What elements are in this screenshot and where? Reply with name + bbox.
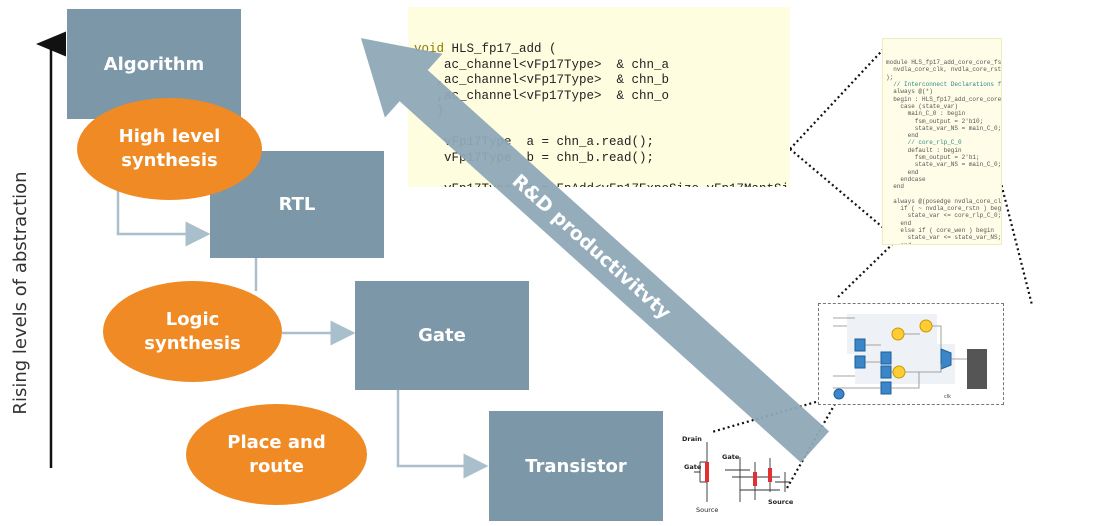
rtl-code-line: else if ( core_wen ) begin	[886, 227, 995, 235]
hls-code-line: )	[414, 104, 445, 118]
rtl-code-line: end	[886, 168, 919, 176]
connector-gate-transistor	[396, 390, 489, 479]
rtl-code-line: nvdla_core_clk, nvdla_core_rstn, core_we…	[893, 66, 1002, 74]
rtl-code-line: if ( ~ nvdla_core_rstn ) begin	[886, 205, 1002, 213]
rtl-code-line: always @(*)	[886, 88, 933, 96]
rtl-code-line: state_var_NS = main_C_0;	[886, 124, 1002, 132]
hls-code-line: void HLS_fp17_add (	[414, 42, 557, 56]
void-keyword: void	[414, 42, 445, 56]
rtl-code-line: );	[886, 73, 894, 81]
hls-code-line	[414, 166, 784, 182]
rtl-code-line: default : begin	[886, 146, 962, 154]
rtl-code-line: end	[886, 242, 998, 244]
rtl-code-line: fsm_output = 2'b1;	[886, 154, 980, 162]
rtl-code-line: begin : HLS_fp17_add_core_core_fsm_1	[893, 95, 1002, 103]
rtl-code-line: endcase	[886, 175, 926, 183]
rtl-code-panel: module HLS_fp17_add_core_core_fsm ( nvdl…	[882, 38, 1002, 245]
place-and-route-oval: Place and route	[186, 404, 367, 505]
rtl-code-line: module HLS_fp17_add_core_core_fsm (	[886, 59, 1002, 67]
hls-code-line: vFp17Type b = chn_b.read();	[414, 150, 655, 165]
hls-code-line: ,ac_channel<vFp17Type> & chn_o	[414, 88, 670, 103]
source-label-1: Source	[696, 506, 718, 514]
rtl-code-line: case (state_var)	[886, 102, 959, 110]
rtl-code-line: state_var <= state_var_NS;	[886, 234, 1002, 242]
rtl-code-line: state_var_NS = main_C_0;	[886, 161, 1002, 169]
rtl-code-line: main_C_0 : begin	[886, 110, 966, 118]
hls-code-panel: void HLS_fp17_add ( ac_channel<vFp17Type…	[408, 7, 790, 187]
rtl-code-line: always @(posedge nvdla_core_clk or neged…	[893, 197, 1002, 205]
hls-code-line	[414, 120, 784, 136]
gate-box: Gate	[355, 281, 529, 390]
hls-code-line: ,ac_channel<vFp17Type> & chn_b	[414, 73, 670, 87]
rtl-code-line: end	[886, 219, 912, 227]
hls-code-lines: void HLS_fp17_add ( ac_channel<vFp17Type…	[414, 42, 790, 188]
drain-label: Drain	[682, 435, 702, 443]
rtl-code-line	[886, 191, 998, 198]
axis-label: Rising levels of abstraction	[10, 171, 31, 415]
rtl-code-line: end	[886, 183, 905, 191]
transistor-box: Transistor	[489, 411, 663, 521]
rtl-code-line: // Interconnect Declarations for Compone…	[893, 81, 1002, 89]
gate-label-2: Gate	[722, 453, 740, 461]
high-level-synthesis-oval: High level synthesis	[77, 98, 262, 200]
gate-schematic-panel: clk	[818, 303, 1004, 405]
rtl-box: RTL	[210, 151, 384, 258]
logic-synthesis-oval: Logic synthesis	[103, 281, 282, 382]
rtl-code-line: end	[886, 132, 919, 140]
rtl-code-line: fsm_output = 2'b10;	[886, 117, 984, 125]
gate-schematic: clk	[833, 314, 987, 400]
hls-code-line: vFp17Type a = chn_a.read();	[414, 135, 655, 149]
hls-code-line: ac_channel<vFp17Type> & chn_a	[414, 57, 670, 72]
rtl-code-line: // core_rlp_C_0	[886, 139, 962, 147]
rtl-code-lines: module HLS_fp17_add_core_core_fsm ( nvdl…	[886, 59, 1002, 244]
svg-text:clk: clk	[944, 394, 951, 400]
rtl-code-line: state_var <= core_rlp_C_0;	[886, 212, 1002, 220]
source-label-2: Source	[768, 498, 794, 506]
gate-label-1: Gate	[684, 463, 702, 471]
transistor-schematic: Drain Gate Gate Source Source	[682, 435, 794, 514]
transistor-schematic-panel: Drain Gate Gate Source Source	[680, 432, 800, 520]
hls-code-line: vFp17Type o = FpAdd<vFp17ExpoSize,vFp17M…	[414, 182, 790, 188]
